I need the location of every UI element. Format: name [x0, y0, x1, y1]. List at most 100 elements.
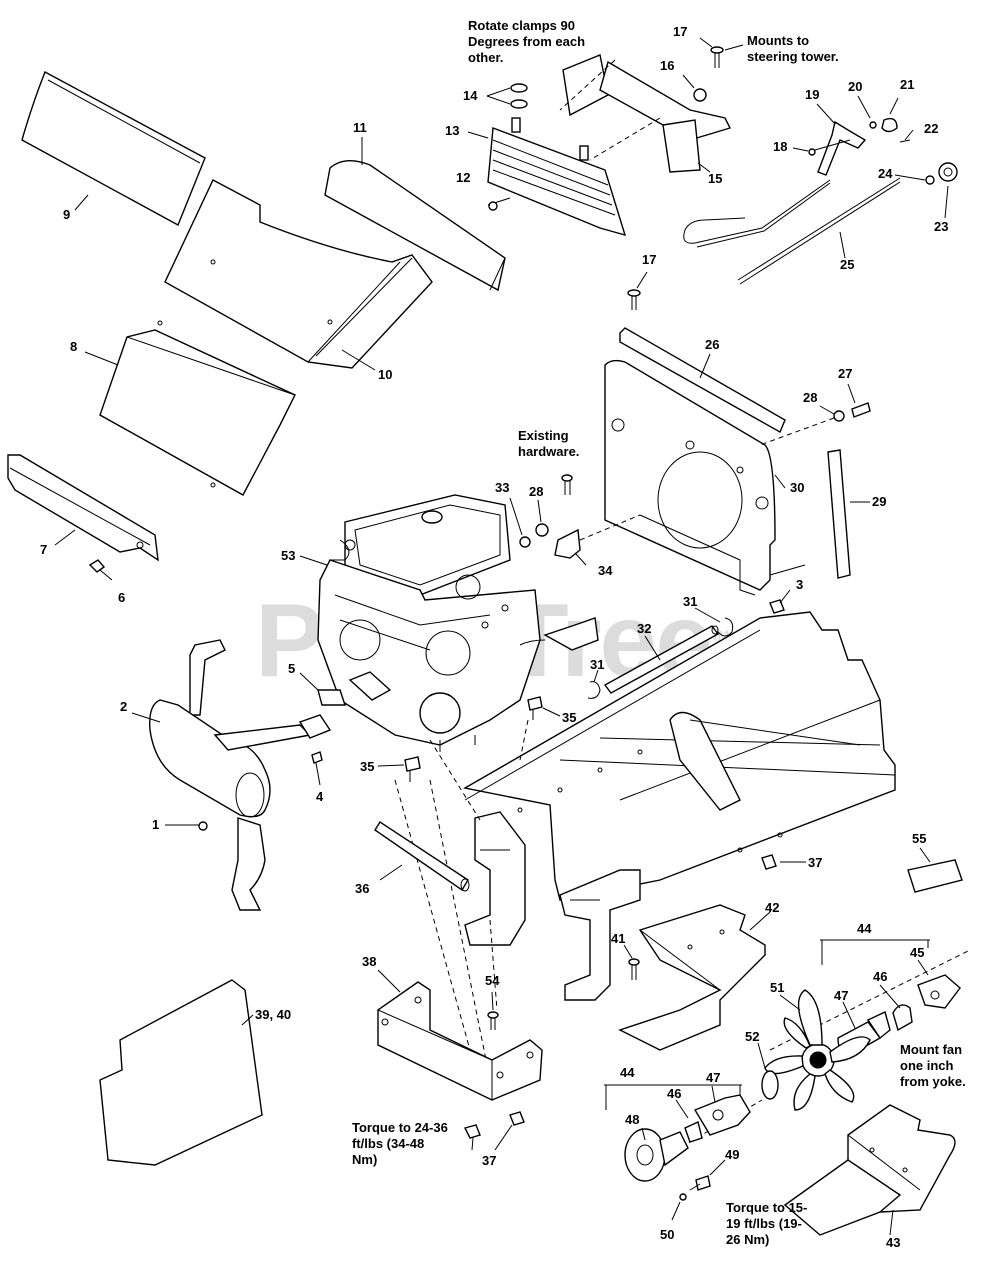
nut-part-37-frame: [761, 854, 777, 870]
bracket-part-7: [7, 454, 159, 562]
plate-part-30: [604, 359, 806, 596]
bar-part-29: [827, 449, 851, 579]
bolt-part-17-top: [710, 46, 724, 68]
bolt-part-17-lower: [627, 289, 641, 310]
callout-10: 10: [378, 367, 393, 382]
note-mounts-steering-tower: Mounts to steering tower.: [747, 33, 839, 64]
callout-31-lower: 31: [590, 657, 605, 672]
note-rotate-clamps: Rotate clamps 90 Degrees from each other…: [468, 18, 586, 65]
callout-17-lower: 17: [642, 252, 657, 267]
callout-21: 21: [900, 77, 915, 92]
screw-part-12: [487, 197, 511, 211]
note-torque-15-19: Torque to 15-19 ft/lbs (19-26 Nm): [726, 1200, 808, 1247]
panel-part-9: [21, 71, 206, 226]
shroud-part-42: [618, 904, 766, 1051]
callout-42: 42: [765, 900, 780, 915]
driveshaft-lower-parts-44-50: [624, 1094, 751, 1201]
note-torque-24-36: Torque to 24-36 ft/lbs (34-48 Nm): [352, 1120, 448, 1167]
callout-24: 24: [878, 166, 893, 181]
hardware-parts-33-28-34: [519, 523, 581, 559]
nut-part-3: [769, 599, 785, 614]
tag-part-55: [907, 859, 963, 893]
callout-30: 30: [790, 480, 805, 495]
callout-55: 55: [912, 831, 927, 846]
bolt-washer-parts-27-28: [833, 402, 871, 422]
rod-part-25: [683, 177, 901, 285]
callout-11: 11: [353, 120, 367, 135]
callout-7: 7: [40, 542, 48, 557]
callout-39-40: 39, 40: [255, 1007, 292, 1022]
panel-parts-39-40: [99, 979, 263, 1166]
callout-1: 1: [152, 817, 160, 832]
callout-6: 6: [118, 590, 126, 605]
callout-28: 28: [803, 390, 818, 405]
callout-16: 16: [660, 58, 675, 73]
callout-46-lower: 46: [667, 1086, 682, 1101]
note-existing-hardware: Existing hardware.: [518, 428, 580, 459]
callout-3: 3: [796, 577, 804, 592]
callout-43: 43: [886, 1235, 901, 1250]
callout-27: 27: [838, 366, 853, 381]
callout-36: 36: [355, 881, 370, 896]
callout-8: 8: [70, 339, 78, 354]
callout-50: 50: [660, 1227, 675, 1242]
gasket-part-5: [317, 689, 346, 706]
note-mount-fan: Mount fan one inch from yoke.: [900, 1042, 966, 1089]
nut-part-16: [693, 88, 707, 102]
callout-29: 29: [872, 494, 887, 509]
bolt-part-35: [404, 696, 543, 782]
callout-14: 14: [463, 88, 478, 103]
shield-part-11: [324, 160, 506, 292]
oil-cooler-part-13: [487, 117, 627, 237]
linkage-parts-18-22: [808, 117, 911, 176]
callout-23: 23: [934, 219, 949, 234]
callout-22: 22: [924, 121, 939, 136]
bracket-part-38: [377, 981, 543, 1101]
shroud-part-43: [783, 1104, 956, 1236]
engine-part-53: [317, 494, 599, 752]
callout-47-lower: 47: [706, 1070, 721, 1085]
shaft-part-36: [374, 821, 470, 892]
callout-9: 9: [63, 207, 71, 222]
bolt-part-41: [628, 958, 640, 980]
callout-35: 35: [562, 710, 577, 725]
callout-54: 54: [485, 973, 500, 988]
callout-52: 52: [745, 1029, 760, 1044]
strip-part-26: [619, 327, 786, 433]
callout-5: 5: [288, 661, 296, 676]
callout-26: 26: [705, 337, 720, 352]
existing-hardware-bolt: [561, 474, 573, 495]
bracket-part-15: [562, 54, 731, 173]
callout-34: 34: [598, 563, 613, 578]
shaft-part-32: [603, 625, 720, 694]
callout-53: 53: [281, 548, 296, 563]
callout-19: 19: [805, 87, 820, 102]
callout-37: 37: [808, 855, 823, 870]
callout-28-lower: 28: [529, 484, 544, 499]
panel-part-8: [99, 320, 296, 496]
bolt-part-54: [487, 1011, 499, 1030]
callout-48: 48: [625, 1112, 640, 1127]
callout-13: 13: [445, 123, 460, 138]
callout-2: 2: [120, 699, 128, 714]
callout-44: 44: [857, 921, 872, 936]
nut-part-6: [88, 559, 106, 573]
nut-part-4: [311, 751, 323, 764]
knob-parts-23-24: [925, 162, 958, 185]
nut-parts-37: [463, 1111, 525, 1139]
callout-38: 38: [362, 954, 377, 969]
callout-49: 49: [725, 1147, 740, 1162]
callout-35-lower: 35: [360, 759, 375, 774]
clamp-part-14: [510, 83, 528, 109]
callout-12: 12: [456, 170, 471, 185]
callout-45: 45: [910, 945, 925, 960]
fan-part-51: [764, 989, 871, 1111]
callout-31: 31: [683, 594, 698, 609]
callout-20: 20: [848, 79, 863, 94]
callout-4: 4: [316, 789, 324, 804]
callout-32: 32: [637, 621, 652, 636]
pan-part-10: [164, 179, 433, 369]
callout-33: 33: [495, 480, 510, 495]
